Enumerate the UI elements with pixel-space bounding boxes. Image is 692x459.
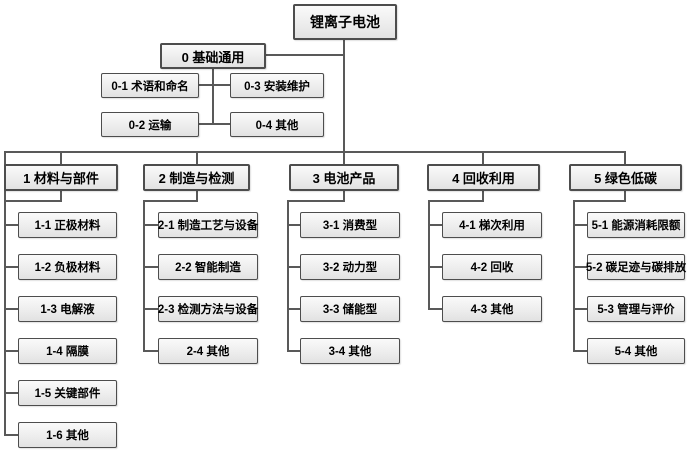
stub-1-6: [4, 434, 18, 436]
elbow-col3-h: [287, 200, 345, 202]
node-3-1: 3-1 消费型: [300, 212, 400, 238]
node-3-3: 3-3 储能型: [300, 296, 400, 322]
connector-general-to-root: [266, 54, 344, 56]
stub-1-3: [4, 308, 18, 310]
elbow-col1-h: [4, 200, 62, 202]
connector-stub-cat3: [343, 151, 345, 165]
connector-stub-cat1: [60, 151, 62, 165]
stub-3-1: [287, 224, 300, 226]
node-1-3: 1-3 电解液: [18, 296, 117, 322]
stub-3-4: [287, 350, 300, 352]
stub-2-3: [143, 308, 158, 310]
stub-1-2: [4, 266, 18, 268]
category-1-node: 1 材料与部件: [4, 164, 118, 191]
node-4-2: 4-2 回收: [442, 254, 542, 280]
stub-2-4: [143, 350, 158, 352]
node-4-3: 4-3 其他: [442, 296, 542, 322]
rail-col4: [428, 200, 430, 309]
connector-root-vertical: [343, 40, 345, 151]
connector-stub-cat4: [482, 151, 484, 165]
connector-stub-cat2: [196, 151, 198, 165]
rail-col1: [4, 151, 6, 436]
node-1-6: 1-6 其他: [18, 422, 117, 448]
category-4-node: 4 回收利用: [427, 164, 540, 191]
stub-1-4: [4, 350, 18, 352]
connector-general-vertical: [212, 68, 214, 125]
node-0-4: 0-4 其他: [230, 112, 324, 137]
node-1-1: 1-1 正极材料: [18, 212, 117, 238]
elbow-col4-h: [428, 200, 484, 202]
connector-bus: [4, 151, 626, 153]
node-1-4: 1-4 隔膜: [18, 338, 117, 364]
elbow-col4-v: [482, 190, 484, 202]
node-2-3: 2-3 检测方法与设备: [158, 296, 258, 322]
stub-2-1: [143, 224, 158, 226]
category-3-node: 3 电池产品: [289, 164, 399, 191]
stub-5-2: [573, 266, 587, 268]
elbow-col2-h: [143, 200, 198, 202]
elbow-col5-h: [573, 200, 626, 202]
node-4-1: 4-1 梯次利用: [442, 212, 542, 238]
connector-general-row2: [199, 123, 230, 125]
stub-5-3: [573, 308, 587, 310]
connector-general-row1: [199, 84, 230, 86]
connector-stub-cat5: [624, 151, 626, 165]
node-3-4: 3-4 其他: [300, 338, 400, 364]
stub-1-5: [4, 392, 18, 394]
elbow-col2-v: [196, 190, 198, 202]
stub-2-2: [143, 266, 158, 268]
stub-4-2: [428, 266, 442, 268]
node-0-1: 0-1 术语和命名: [101, 73, 199, 98]
stub-1-1: [4, 224, 18, 226]
stub-4-3: [428, 308, 442, 310]
node-5-1: 5-1 能源消耗限额: [587, 212, 685, 238]
node-1-2: 1-2 负极材料: [18, 254, 117, 280]
node-2-2: 2-2 智能制造: [158, 254, 258, 280]
stub-5-1: [573, 224, 587, 226]
stub-4-1: [428, 224, 442, 226]
stub-3-3: [287, 308, 300, 310]
elbow-col5-v: [624, 190, 626, 202]
node-5-3: 5-3 管理与评价: [587, 296, 685, 322]
node-0-2: 0-2 运输: [101, 112, 199, 137]
rail-col5: [573, 200, 575, 351]
category-2-node: 2 制造与检测: [143, 164, 250, 191]
root-node: 锂离子电池: [293, 4, 397, 40]
node-5-4: 5-4 其他: [587, 338, 685, 364]
node-0-3: 0-3 安装维护: [230, 73, 324, 98]
category-5-node: 5 绿色低碳: [569, 164, 682, 191]
elbow-col3-v: [343, 190, 345, 202]
rail-col2: [143, 200, 145, 351]
stub-3-2: [287, 266, 300, 268]
node-2-1: 2-1 制造工艺与设备: [158, 212, 258, 238]
stub-5-4: [573, 350, 587, 352]
node-0-general: 0 基础通用: [160, 43, 266, 69]
node-2-4: 2-4 其他: [158, 338, 258, 364]
rail-col3: [287, 200, 289, 351]
node-1-5: 1-5 关键部件: [18, 380, 117, 406]
node-5-2: 5-2 碳足迹与碳排放: [586, 254, 686, 280]
elbow-col1-v: [60, 190, 62, 202]
node-3-2: 3-2 动力型: [300, 254, 400, 280]
